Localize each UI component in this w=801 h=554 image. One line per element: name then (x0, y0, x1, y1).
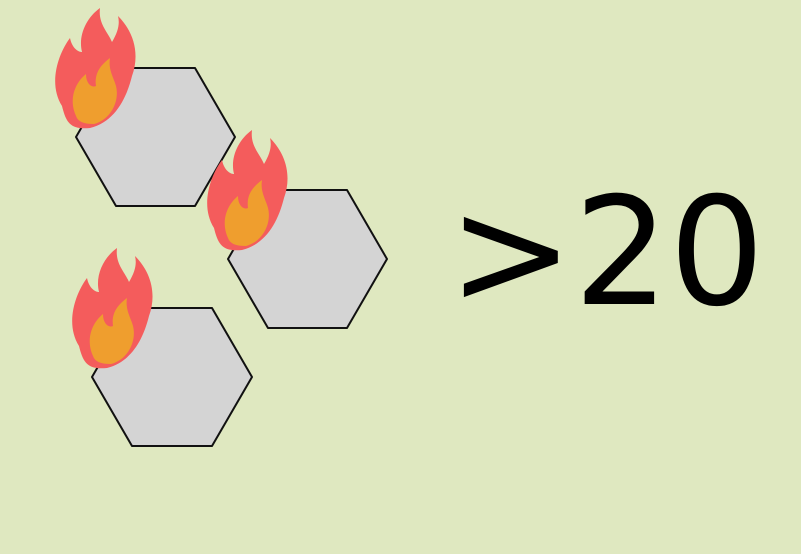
count-label: >20 (448, 166, 765, 340)
fire-icon (72, 248, 153, 369)
burning-tile-2 (207, 130, 388, 329)
fire-icon (207, 130, 288, 251)
burning-tile-3 (72, 248, 253, 447)
burning-tile-1 (55, 8, 236, 207)
fire-icon (55, 8, 136, 129)
